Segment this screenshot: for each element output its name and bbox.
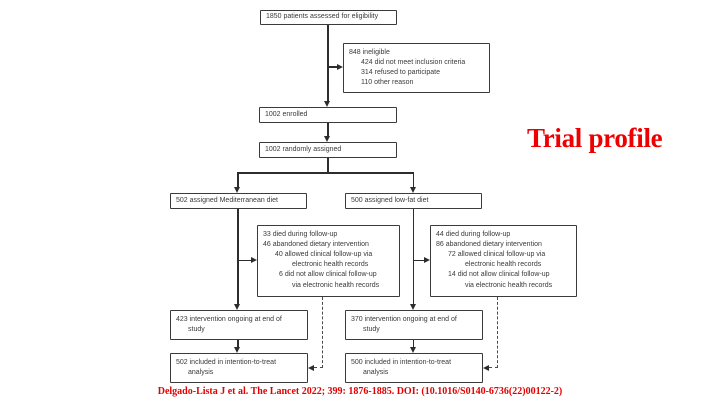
citation-text: Delgado-Lista J et al. The Lancet 2022; …	[157, 386, 563, 397]
box-text: 502 assigned Mediterranean diet	[176, 196, 278, 204]
box-text: 502 included in intention-to-treat	[176, 358, 277, 366]
arrowhead-left-itt-med	[308, 364, 314, 371]
box-text: 1002 randomly assigned	[265, 145, 342, 153]
connector-branch-to-med	[237, 172, 239, 187]
box-text: analysis	[188, 368, 214, 376]
arrowhead-right-ineligible	[337, 63, 343, 70]
box-ongoing-mediterranean: 423 intervention ongoing at end of study	[170, 310, 308, 340]
box-text: 110 other reason	[361, 79, 414, 87]
box-text: 370 intervention ongoing at end of	[351, 315, 457, 323]
arrowhead-down-arm-med	[234, 187, 241, 193]
box-text: electronic health records	[465, 261, 542, 269]
box-assessed-eligibility: 1850 patients assessed for eligibility	[260, 10, 397, 25]
arrowhead-down-itt-med	[234, 347, 241, 353]
arrowhead-down-arm-lowfat	[409, 187, 416, 193]
connector-ongoing-to-itt-med	[237, 340, 239, 347]
slide-title: Trial profile	[527, 123, 663, 153]
connector-branch-horizontal	[237, 172, 414, 174]
box-text: analysis	[363, 368, 389, 376]
connector-to-exclusions-med	[238, 259, 251, 262]
connector-to-exclusions-lowfat	[413, 259, 424, 262]
dashed-connector-exclmed-down	[322, 297, 323, 368]
dashed-connector-excllowfat-horizontal	[489, 367, 498, 369]
box-arm-lowfat: 500 assigned low-fat diet	[345, 193, 482, 209]
connector-lowfat-to-ongoing	[412, 209, 414, 304]
dashed-connector-exclmed-horizontal	[314, 367, 323, 369]
box-itt-mediterranean: 502 included in intention-to-treat analy…	[170, 353, 308, 383]
box-text: 423 intervention ongoing at end of	[176, 315, 282, 323]
box-randomly-assigned: 1002 randomly assigned	[259, 142, 397, 158]
box-ongoing-lowfat: 370 intervention ongoing at end of study	[345, 310, 483, 340]
box-text: via electronic health records	[292, 281, 380, 289]
connector-randomized-to-branch	[327, 158, 329, 173]
box-text: 40 allowed clinical follow-up via	[275, 250, 373, 258]
box-exclusions-lowfat: 44 died during follow-up 86 abandoned di…	[430, 225, 577, 297]
arrowhead-down-ongoing-lowfat	[409, 304, 416, 310]
arrowhead-right-exclusions-lowfat	[424, 257, 430, 263]
box-text: 14 did not allow clinical follow-up	[448, 271, 550, 279]
box-itt-lowfat: 500 included in intention-to-treat analy…	[345, 353, 483, 383]
box-arm-mediterranean: 502 assigned Mediterranean diet	[170, 193, 307, 209]
box-text: 500 included in intention-to-treat	[351, 358, 452, 366]
box-text: 86 abandoned dietary intervention	[436, 240, 542, 248]
arrowhead-down-ongoing-med	[234, 304, 241, 310]
box-text: study	[188, 325, 205, 333]
connector-med-to-ongoing	[237, 209, 239, 304]
box-text: via electronic health records	[465, 281, 553, 289]
box-text: 33 died during follow-up	[263, 230, 338, 238]
box-text: electronic health records	[292, 261, 369, 269]
box-text: 6 did not allow clinical follow-up	[279, 271, 377, 279]
box-text: 848 ineligible	[349, 48, 390, 56]
box-text: 44 died during follow-up	[436, 230, 511, 238]
box-text: 1002 enrolled	[265, 110, 308, 118]
arrowhead-left-itt-lowfat	[483, 364, 489, 371]
box-enrolled: 1002 enrolled	[259, 107, 397, 123]
connector-branch-to-lowfat	[412, 172, 414, 187]
arrowhead-down-enrolled	[324, 101, 331, 107]
box-text: study	[363, 325, 380, 333]
box-exclusions-mediterranean: 33 died during follow-up 46 abandoned di…	[257, 225, 400, 297]
dashed-connector-excllowfat-down	[497, 297, 498, 368]
connector-ongoing-to-itt-lowfat	[412, 340, 414, 347]
box-text: 314 refused to participate	[361, 68, 440, 76]
arrowhead-down-itt-lowfat	[409, 347, 416, 353]
connector-enrolled-to-randomized	[327, 123, 329, 137]
connector-to-ineligible	[328, 66, 338, 68]
box-text: 72 allowed clinical follow-up via	[448, 250, 546, 258]
arrowhead-down-randomized	[324, 136, 331, 142]
box-text: 1850 patients assessed for eligibility	[266, 13, 379, 21]
box-text: 500 assigned low-fat diet	[351, 196, 429, 204]
arrowhead-right-exclusions-med	[251, 257, 257, 263]
connector-assessed-to-enrolled	[327, 25, 329, 102]
box-text: 424 did not meet inclusion criteria	[361, 58, 466, 66]
box-ineligible: 848 ineligible 424 did not meet inclusio…	[343, 43, 490, 93]
box-text: 46 abandoned dietary intervention	[263, 240, 369, 248]
